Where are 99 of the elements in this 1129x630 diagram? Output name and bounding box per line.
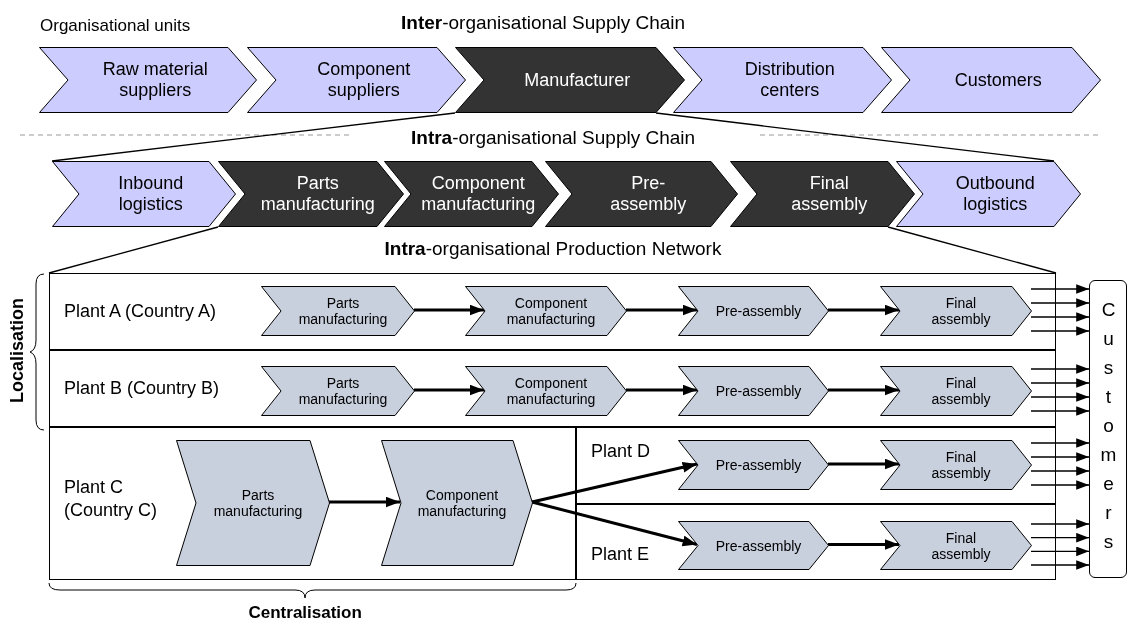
arrow — [828, 384, 899, 396]
process-step — [218, 161, 404, 227]
process-step — [261, 366, 415, 416]
plant-band — [49, 350, 1056, 427]
process-step — [381, 440, 533, 566]
stage-label: Manufacturer — [523, 69, 632, 91]
process-step — [678, 366, 829, 416]
stage-label: Component manufacturing — [505, 294, 597, 328]
axis-label: Localisation — [7, 297, 28, 403]
process-step — [247, 47, 466, 113]
heading-label: Inter-organisational Supply Chain — [401, 12, 686, 34]
stage-label: Final assembly — [930, 374, 992, 408]
process-step — [880, 440, 1032, 490]
stage-label: Final assembly — [930, 529, 992, 562]
process-step — [881, 47, 1101, 113]
arrow — [828, 458, 899, 470]
arrow — [1030, 378, 1090, 388]
arrow — [531, 461, 698, 504]
arrow — [414, 384, 484, 396]
plant-label: Plant B (Country B) — [64, 376, 221, 400]
heading-label: Intra-organisational Production Network — [384, 238, 722, 260]
arrow — [1030, 546, 1090, 557]
heading-label: Organisational units — [40, 16, 191, 36]
stage-label: Parts manufacturing — [297, 374, 389, 408]
arrow — [1030, 532, 1090, 543]
stage-label: Pre- assembly — [609, 173, 688, 215]
stage-label: Distribution centers — [743, 59, 836, 101]
plant-label: Plant D — [591, 440, 652, 463]
process-step — [880, 286, 1032, 336]
process-step — [384, 161, 559, 227]
process-step — [52, 161, 236, 227]
process-step — [545, 161, 738, 227]
stage-label: Final assembly — [790, 173, 869, 215]
process-step — [896, 161, 1081, 227]
process-step — [880, 366, 1032, 416]
line — [48, 226, 219, 274]
arrow — [1030, 560, 1090, 570]
stage-label: Outbound logistics — [954, 173, 1036, 215]
stage-label: Raw material suppliers — [101, 59, 209, 101]
arrow — [828, 539, 899, 550]
process-step — [730, 161, 915, 227]
arrow — [1030, 364, 1090, 374]
line — [887, 226, 1057, 274]
process-step — [678, 286, 829, 336]
stage-label: Component manufacturing — [505, 374, 597, 408]
arrow — [1030, 406, 1090, 416]
stage-label: Component suppliers — [316, 59, 412, 101]
arrow — [1030, 326, 1090, 336]
arrow — [1030, 284, 1090, 294]
arrow — [414, 304, 484, 316]
arrow — [1030, 392, 1090, 402]
stage-label: Final assembly — [930, 448, 992, 482]
arrow — [1030, 452, 1090, 462]
stage-label: Parts manufacturing — [259, 173, 376, 215]
process-step — [673, 47, 892, 113]
line — [51, 112, 456, 162]
process-step — [465, 286, 627, 336]
plant-band — [576, 504, 1056, 580]
arrow — [828, 304, 899, 316]
process-step — [678, 521, 829, 570]
plant-label: Plant A (Country A) — [64, 299, 218, 323]
stage-label: Pre-assembly — [714, 537, 803, 554]
heading-label: Intra-organisational Supply Chain — [411, 127, 696, 149]
stage-label: Parts manufacturing — [297, 294, 389, 328]
arrow — [329, 496, 400, 508]
process-step — [39, 47, 257, 113]
process-step — [880, 521, 1032, 570]
line — [655, 112, 1055, 162]
plant-label: Plant C (Country C) — [64, 476, 158, 523]
vertical-label: Customers — [1097, 298, 1119, 560]
stage-label: Pre-assembly — [714, 456, 803, 474]
process-step — [455, 47, 685, 113]
process-step — [465, 366, 627, 416]
plant-label: Plant E — [591, 543, 651, 566]
process-step — [261, 286, 415, 336]
stage-label: Pre-assembly — [714, 382, 803, 400]
customer-box — [1089, 280, 1127, 578]
arrow — [1030, 519, 1090, 529]
stage-label: Customers — [953, 69, 1043, 91]
stage-label: Parts manufacturing — [212, 486, 304, 520]
arrow — [1030, 298, 1090, 308]
arrow — [626, 304, 697, 316]
plant-band — [49, 273, 1056, 350]
process-step — [678, 440, 829, 490]
arrow — [626, 384, 697, 396]
arrow — [1030, 466, 1090, 476]
arrow — [1030, 312, 1090, 322]
axis-label: Centralisation — [248, 603, 362, 623]
arrow — [1030, 438, 1090, 448]
stage-label: Component manufacturing — [420, 173, 537, 215]
stage-label: Inbound logistics — [117, 173, 185, 215]
process-step — [176, 440, 330, 566]
stage-label: Pre-assembly — [714, 302, 803, 320]
plant-band — [576, 427, 1056, 504]
stage-label: Component manufacturing — [416, 486, 508, 520]
plant-band — [49, 427, 576, 580]
stage-label: Final assembly — [930, 294, 992, 328]
arrow — [1030, 480, 1090, 490]
arrow — [531, 500, 698, 547]
